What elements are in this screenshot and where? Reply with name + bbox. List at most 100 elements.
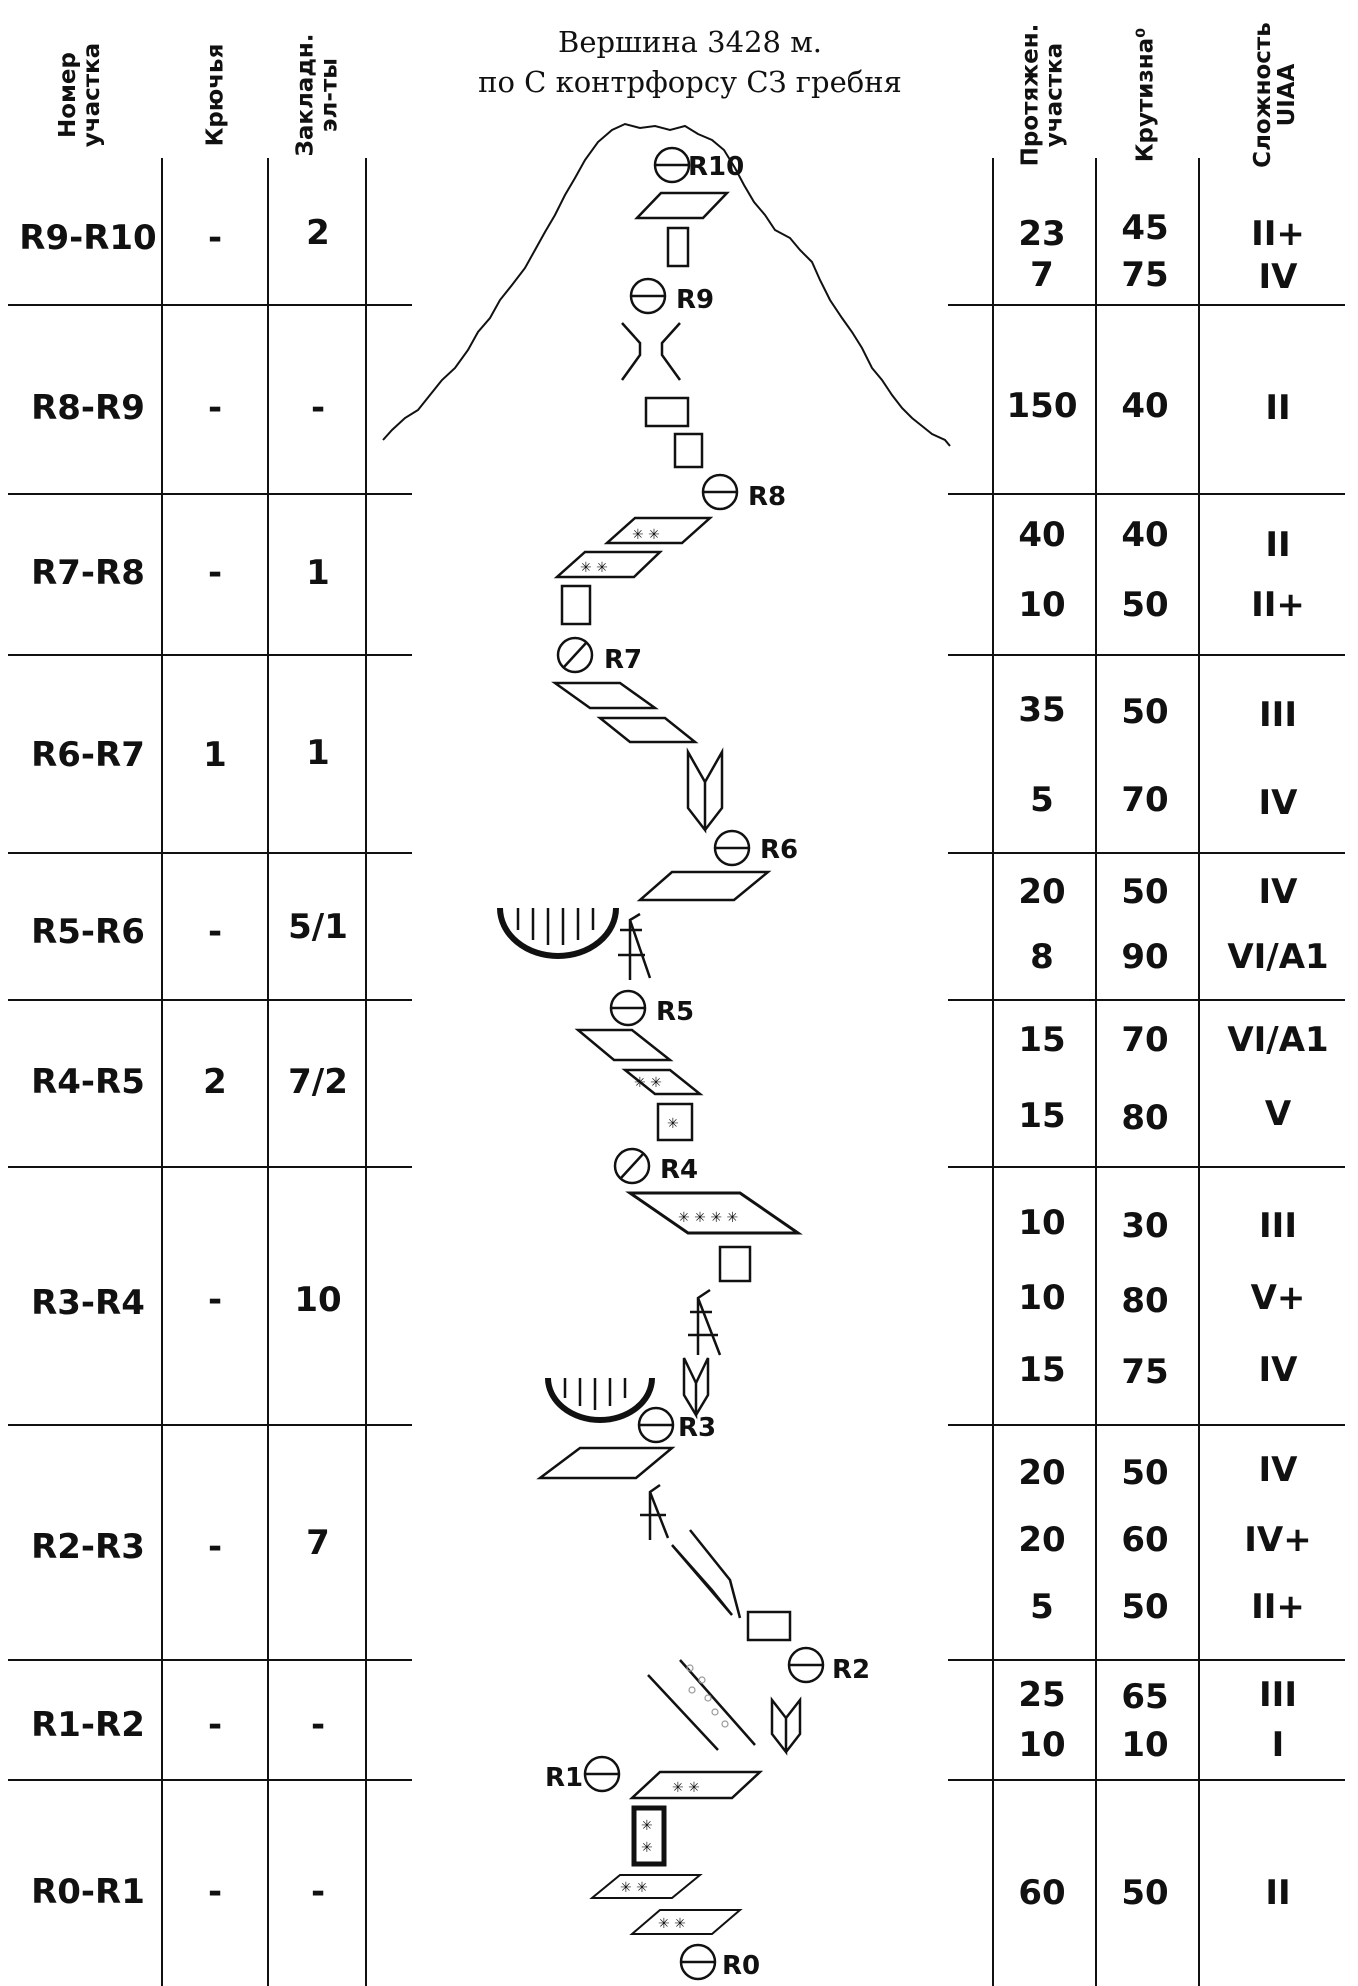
snow-slab-icon xyxy=(625,1191,803,1235)
summit-ridge-outline xyxy=(382,122,951,447)
hooks-count: 2 xyxy=(203,1062,227,1102)
pitch-angle: 65 xyxy=(1121,1677,1169,1717)
pitch-angle: 80 xyxy=(1121,1281,1169,1321)
pitch-length: 5 xyxy=(1030,1587,1054,1627)
wall-icon xyxy=(644,396,690,428)
svg-text:✳ ✳: ✳ ✳ xyxy=(658,1916,686,1932)
hooks-count: 1 xyxy=(203,735,227,775)
belay-label: R1 xyxy=(545,1763,583,1793)
hooks-count: - xyxy=(207,1705,223,1745)
pitch-grade: VI/A1 xyxy=(1227,937,1329,977)
belay-station-icon xyxy=(787,1646,825,1684)
route-title-line2: по С контрфорсу СЗ гребня xyxy=(478,65,902,99)
section-name: R8-R9 xyxy=(31,388,145,428)
pitch-angle: 50 xyxy=(1121,692,1169,732)
belay-label: R3 xyxy=(678,1413,716,1443)
hooks-count: - xyxy=(207,388,223,428)
pitch-length: 20 xyxy=(1018,872,1066,912)
slab-icon xyxy=(634,191,730,220)
pitch-grade: II+ xyxy=(1251,585,1305,625)
pitch-grade: IV+ xyxy=(1244,1520,1312,1560)
pitch-length: 60 xyxy=(1018,1873,1066,1913)
belay-label: R0 xyxy=(722,1951,760,1981)
belay-station-icon xyxy=(629,277,667,315)
belay-station-icon xyxy=(583,1755,621,1793)
belay-station-icon xyxy=(701,473,739,511)
cornice-icon xyxy=(618,912,652,980)
belay-station-icon xyxy=(637,1406,675,1444)
nuts-count: - xyxy=(310,388,326,428)
nuts-count: 5/1 xyxy=(288,907,348,947)
hooks-count: - xyxy=(207,912,223,952)
hooks-count: - xyxy=(207,553,223,593)
pitch-length: 35 xyxy=(1018,690,1066,730)
pitch-length: 8 xyxy=(1030,937,1054,977)
inner-corner-icon xyxy=(770,1696,802,1756)
belay-label: R7 xyxy=(604,645,642,675)
belay-station-icon xyxy=(653,146,691,184)
section-name: R5-R6 xyxy=(31,912,145,952)
snow-slab-icon xyxy=(603,516,714,545)
snow-slab-icon xyxy=(621,1068,704,1096)
pitch-length: 40 xyxy=(1018,515,1066,555)
belay-label: R2 xyxy=(832,1655,870,1685)
pitch-angle: 50 xyxy=(1121,585,1169,625)
belay-station-icon xyxy=(609,989,647,1027)
pitch-grade: IV xyxy=(1258,1450,1298,1490)
pitch-angle: 75 xyxy=(1121,255,1169,295)
slab-icon xyxy=(636,870,772,902)
snow-slab-icon xyxy=(628,1770,764,1800)
pitch-angle: 50 xyxy=(1121,1453,1169,1493)
slab-icon xyxy=(574,1028,674,1062)
pitch-angle: 30 xyxy=(1121,1206,1169,1246)
section-name: R2-R3 xyxy=(31,1527,145,1567)
svg-text:✳ ✳: ✳ ✳ xyxy=(620,1880,648,1896)
belay-station-icon xyxy=(679,1943,717,1981)
slab-icon xyxy=(596,716,699,744)
slab-icon xyxy=(536,1446,676,1480)
pitch-grade: IV xyxy=(1258,872,1298,912)
pitch-length: 5 xyxy=(1030,780,1054,820)
pitch-angle: 90 xyxy=(1121,937,1169,977)
pitch-length: 20 xyxy=(1018,1453,1066,1493)
hooks-count: - xyxy=(207,1527,223,1567)
scree-couloir-icon xyxy=(647,1659,756,1751)
nuts-count: - xyxy=(310,1872,326,1912)
belay-label: R5 xyxy=(656,997,694,1027)
pitch-angle: 50 xyxy=(1121,1873,1169,1913)
snow-slab-icon xyxy=(553,550,664,579)
belay-label: R6 xyxy=(760,835,798,865)
svg-text:✳ ✳ ✳ ✳: ✳ ✳ ✳ ✳ xyxy=(678,1210,738,1226)
table-grid-lines xyxy=(8,158,1345,1986)
section-name: R1-R2 xyxy=(31,1705,145,1745)
pitch-grade: II+ xyxy=(1251,1587,1305,1627)
pitch-angle: 10 xyxy=(1121,1725,1169,1765)
wall-icon xyxy=(560,584,592,626)
hooks-count: - xyxy=(207,1280,223,1320)
pitch-angle: 40 xyxy=(1121,386,1169,426)
pitch-grade: III xyxy=(1259,695,1297,735)
belay-label: R10 xyxy=(688,152,744,182)
pitch-grade: III xyxy=(1259,1675,1297,1715)
pitch-grade: I xyxy=(1271,1725,1285,1765)
hooks-count: - xyxy=(207,1872,223,1912)
pitch-grade: V+ xyxy=(1250,1278,1306,1318)
svg-text:✳ ✳: ✳ ✳ xyxy=(580,560,608,576)
wall-icon xyxy=(666,226,690,268)
pitch-grade: II xyxy=(1265,1873,1291,1913)
wall-icon xyxy=(631,1805,667,1867)
pitch-length: 10 xyxy=(1018,585,1066,625)
belay-station-slashed-icon xyxy=(613,1147,651,1185)
belay-label: R8 xyxy=(748,482,786,512)
pitch-grade: IV xyxy=(1258,257,1298,297)
route-title: Вершина 3428 м. по С контрфорсу СЗ гребн… xyxy=(430,22,950,102)
pitch-length: 25 xyxy=(1018,1675,1066,1715)
wall-icon xyxy=(656,1102,694,1142)
belay-label: R9 xyxy=(676,285,714,315)
pitch-length: 10 xyxy=(1018,1278,1066,1318)
svg-text:✳: ✳ xyxy=(641,1818,653,1834)
nuts-count: 1 xyxy=(306,553,330,593)
cornice-icon xyxy=(688,1288,722,1356)
pitch-length: 10 xyxy=(1018,1203,1066,1243)
belay-label: R4 xyxy=(660,1155,698,1185)
